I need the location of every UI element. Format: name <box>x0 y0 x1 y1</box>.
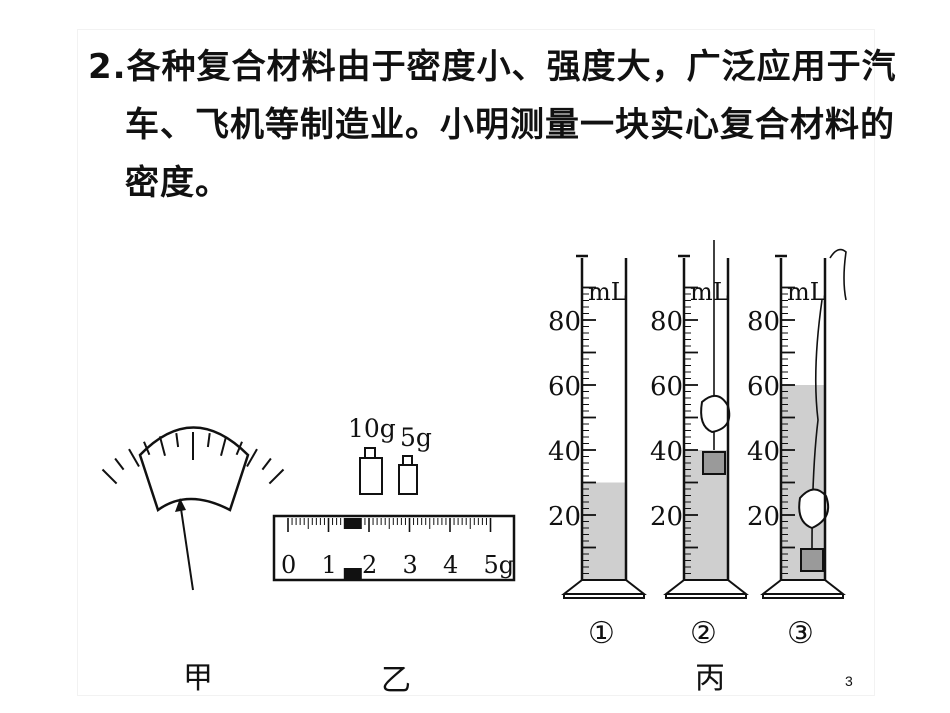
dial-tick <box>101 468 118 485</box>
weight-label-10g: 10g <box>348 414 396 443</box>
graduation-label: 60 <box>548 372 581 402</box>
scale-label: 3 <box>403 551 418 579</box>
cylinder-base <box>561 579 647 599</box>
unit-label: mL <box>690 278 729 306</box>
dial-tick <box>246 448 258 467</box>
graduation-label: 60 <box>747 372 780 402</box>
cylinder-label: ① <box>588 616 615 651</box>
cylinder-base <box>663 579 749 599</box>
dial-tick <box>114 457 125 471</box>
graduation-label: 40 <box>747 437 780 467</box>
slide-panel <box>78 30 874 695</box>
graduation-label: 40 <box>548 437 581 467</box>
sinker-weight <box>800 548 824 572</box>
dial-plate <box>138 426 250 513</box>
dial-pointer-head <box>175 498 186 512</box>
sinker-weight <box>702 451 726 475</box>
page-number: 3 <box>845 673 853 689</box>
weight-10g <box>359 447 383 495</box>
graduation-label: 20 <box>650 502 683 532</box>
scale-label: 1 <box>322 551 337 579</box>
unit-label: mL <box>787 278 826 306</box>
dial-tick <box>128 448 140 467</box>
dial-tick <box>158 436 166 456</box>
graduation-label: 80 <box>650 307 683 337</box>
question-line-3: 密度。 <box>125 163 230 203</box>
scale-label: 0 <box>281 551 296 579</box>
sample-block <box>700 395 731 434</box>
caption-yi: 乙 <box>381 663 411 698</box>
dial-tick <box>268 468 285 485</box>
cylinder-2: 80 60 40 20 mL ② <box>650 240 749 651</box>
weight-label-5g: 5g <box>400 423 432 452</box>
question-number: 2. <box>88 47 127 87</box>
cylinder-wall <box>682 258 730 580</box>
dial-tick <box>235 441 243 456</box>
dial-tick <box>143 441 151 456</box>
rider-marker-top <box>343 518 362 529</box>
dial-tick <box>175 432 180 448</box>
sample-block <box>798 488 830 530</box>
graduation-label: 40 <box>650 437 683 467</box>
question-text: 2.各种复合材料由于密度小、强度大，广泛应用于汽 车、飞机等制造业。小明测量一块… <box>88 38 897 212</box>
water-column <box>582 482 626 580</box>
dial-ticks <box>101 432 285 485</box>
scale-label: 4 <box>443 551 458 579</box>
caption-bing: 丙 <box>695 661 725 696</box>
scale-label: 5g <box>484 551 515 579</box>
balance-dial-figure: 甲 <box>101 426 285 696</box>
cylinder-3: 80 60 40 20 mL ③ <box>747 248 847 651</box>
dial-pointer <box>179 501 194 591</box>
dial-tick <box>206 432 211 448</box>
question-line-2: 车、飞机等制造业。小明测量一块实心复合材料的 <box>125 105 895 145</box>
cylinder-label: ③ <box>787 616 814 651</box>
cylinder-label: ② <box>690 616 717 651</box>
graduation-label: 80 <box>747 307 780 337</box>
cylinder-1: 80 60 40 20 mL ① <box>548 254 647 651</box>
cylinder-wall <box>779 258 827 580</box>
graduation-label: 20 <box>747 502 780 532</box>
graduation-label: 60 <box>650 372 683 402</box>
graduation-label: 20 <box>548 502 581 532</box>
rider-scale-bar <box>272 514 516 582</box>
dial-tick <box>220 436 228 456</box>
cylinder-wall <box>580 258 628 580</box>
rider-marker-bottom <box>343 568 362 579</box>
graduation-label: 80 <box>548 307 581 337</box>
question-line-1: 2.各种复合材料由于密度小、强度大，广泛应用于汽 <box>88 47 897 87</box>
dial-tick <box>261 457 272 471</box>
scale-label: 2 <box>362 551 377 579</box>
graduated-cylinders-figure: 80 60 40 20 mL ① 80 60 40 20 mL ② 80 60 40 20 mL ③ <box>548 240 847 651</box>
unit-label: mL <box>588 278 627 306</box>
weight-5g <box>398 455 418 495</box>
caption-jia: 甲 <box>183 661 213 696</box>
cylinder-base <box>760 579 846 599</box>
